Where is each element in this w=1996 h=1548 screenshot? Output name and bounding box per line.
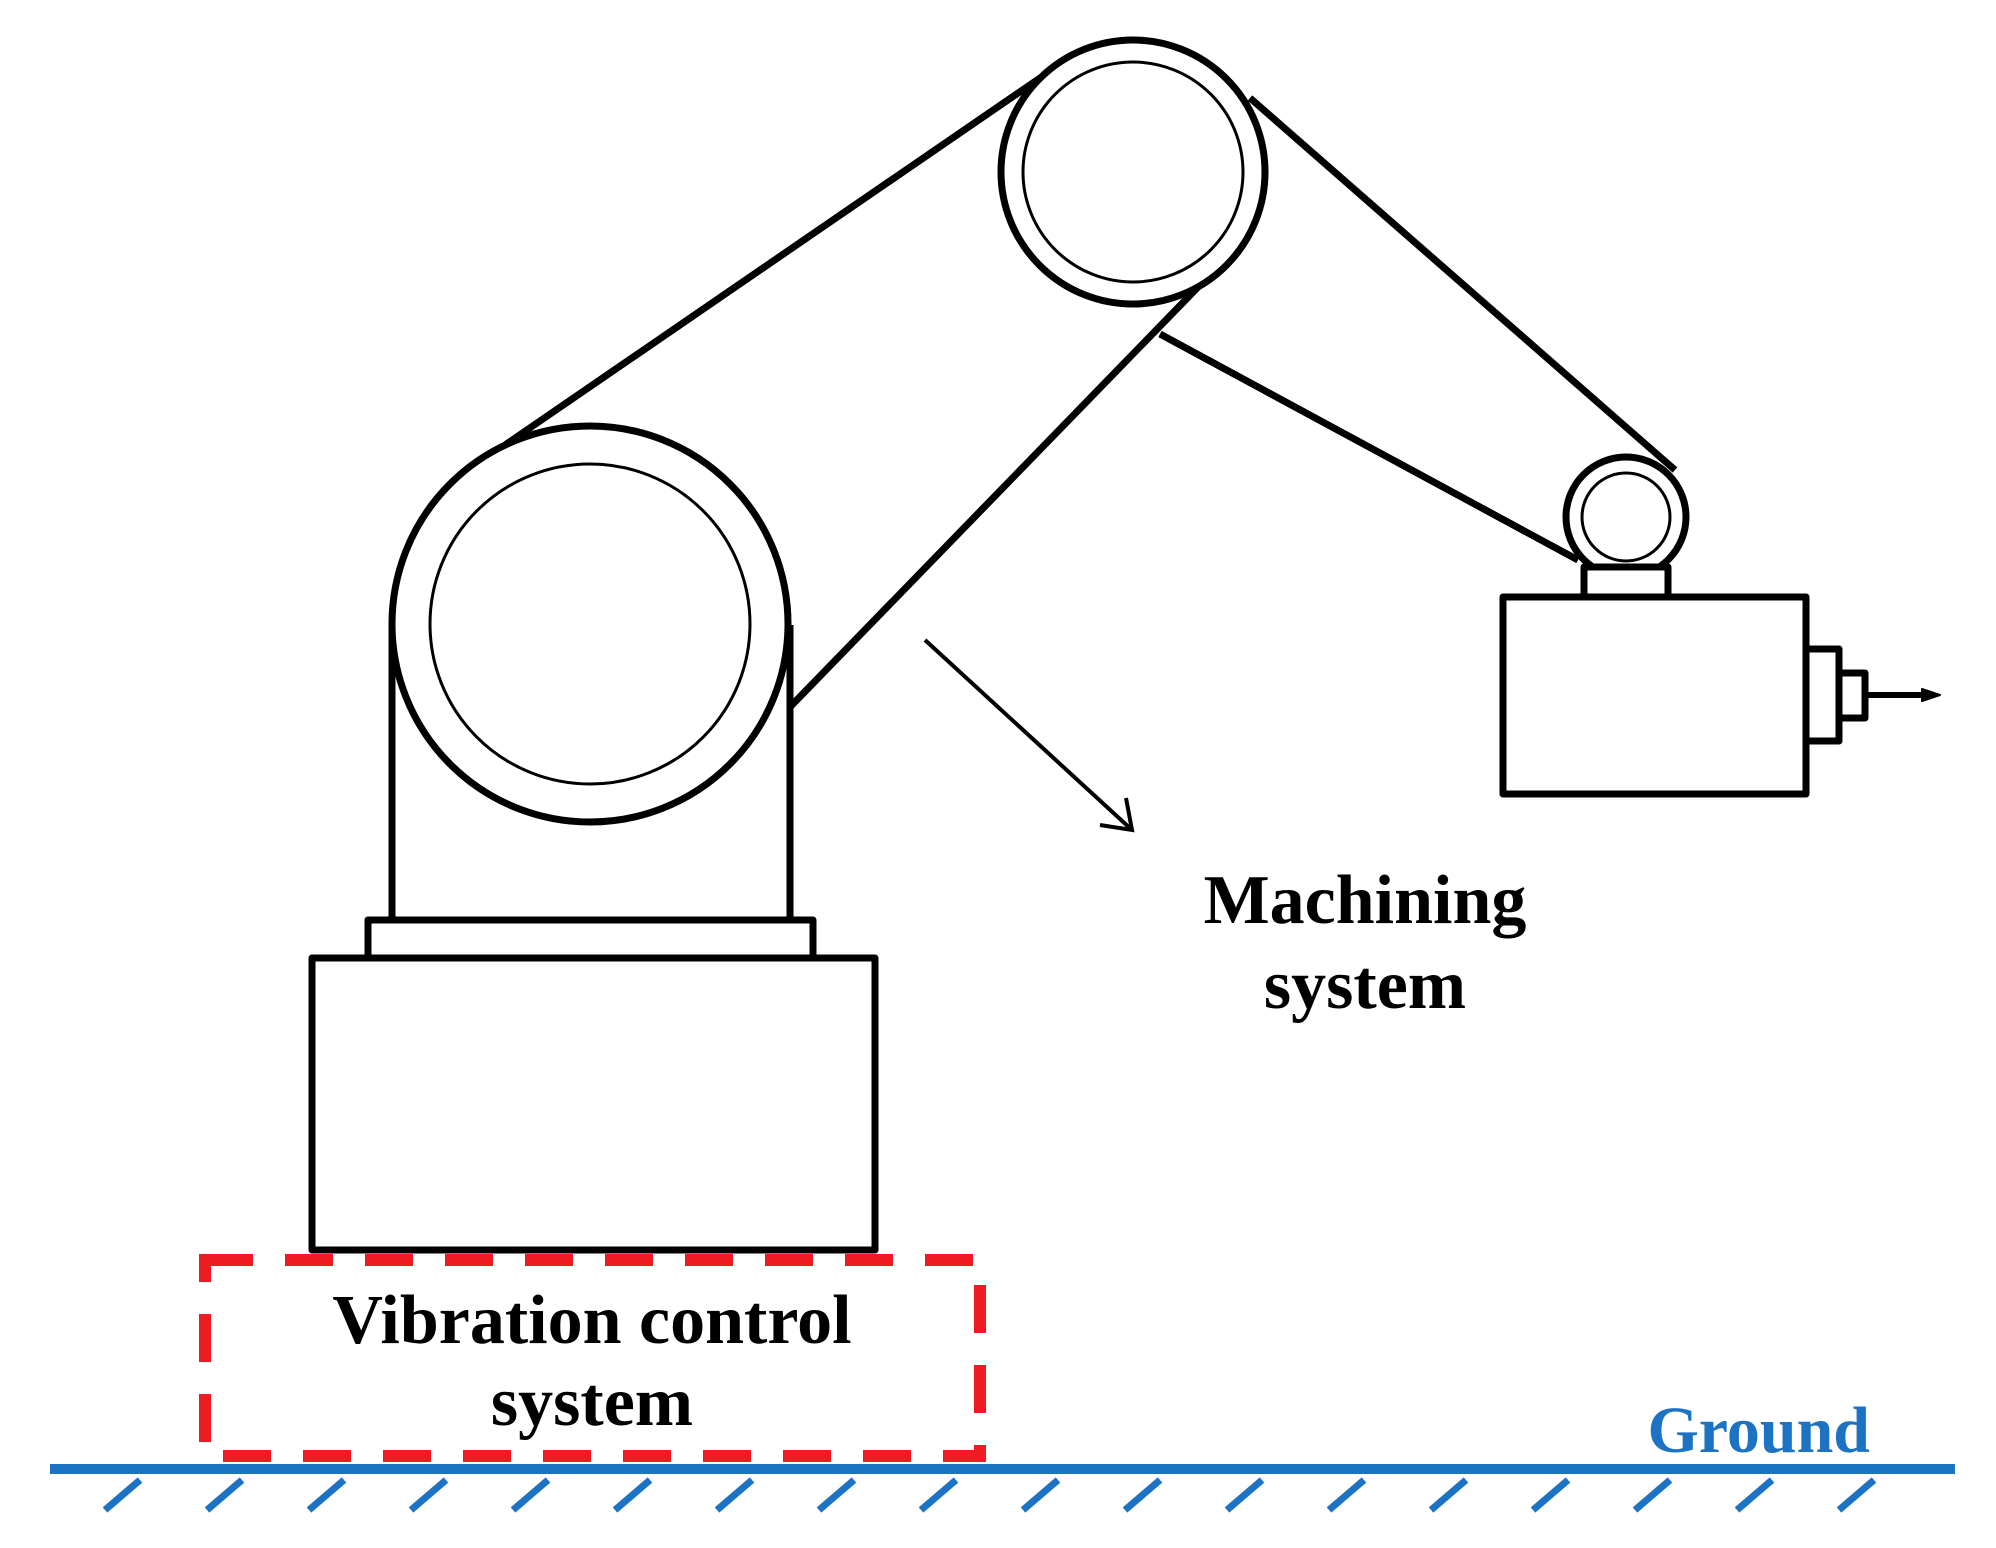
spindle xyxy=(1499,593,1869,798)
cutting-tool xyxy=(1865,688,1941,702)
spindle-collar xyxy=(1802,645,1843,745)
robot-base-flange xyxy=(364,916,817,962)
machining-arrow xyxy=(923,638,1135,833)
wrist-neck xyxy=(1580,563,1672,601)
shoulder-joint xyxy=(388,422,792,826)
robot-forearm xyxy=(1158,95,1678,564)
spindle-body xyxy=(1499,593,1810,798)
vibration-control-label-line1: Vibration control xyxy=(332,1282,851,1359)
robot-arm xyxy=(308,36,1941,1254)
robot-waist xyxy=(388,625,794,920)
vibration-control-box xyxy=(199,1254,986,1462)
wrist-joint xyxy=(1562,453,1690,581)
ground: Ground xyxy=(50,1394,1955,1513)
robot-base xyxy=(308,954,879,1254)
robot-upper-arm xyxy=(503,75,1203,710)
spindle-chuck xyxy=(1835,669,1869,722)
elbow-joint xyxy=(997,36,1269,308)
machining-label-line1: Machining xyxy=(1204,862,1527,939)
machining-system: Machining system xyxy=(923,638,1527,1024)
ground-label: Ground xyxy=(1647,1394,1870,1467)
vibration-control-label-line2: system xyxy=(491,1364,693,1441)
machining-label-line2: system xyxy=(1264,947,1466,1024)
vibration-control-system: Vibration control system xyxy=(199,1254,986,1462)
ground-hatching xyxy=(102,1477,1877,1513)
